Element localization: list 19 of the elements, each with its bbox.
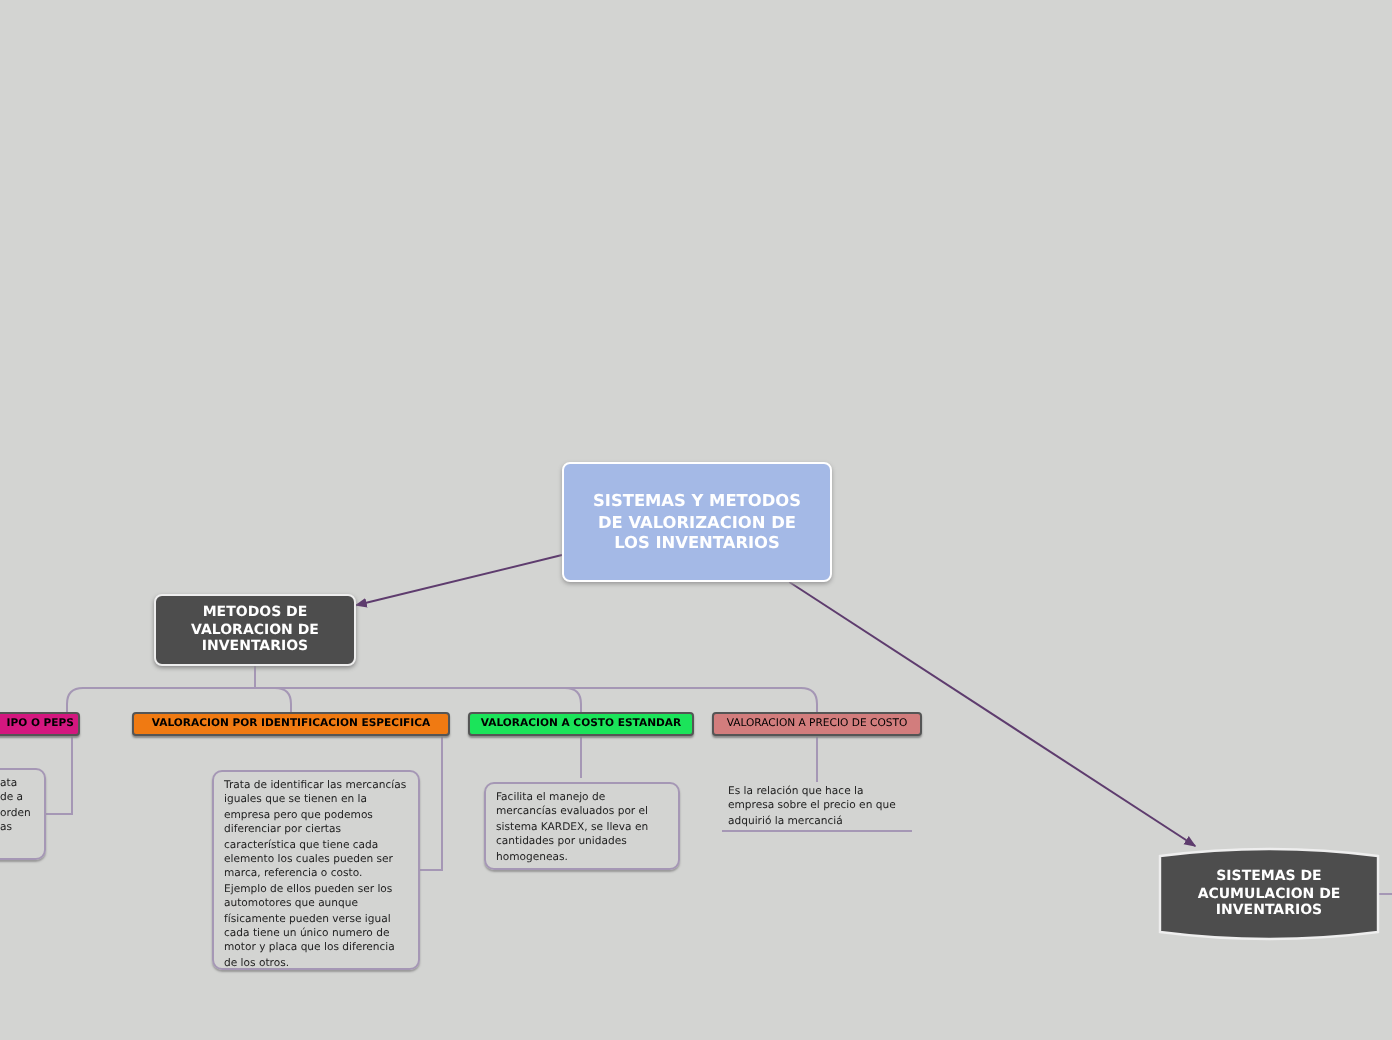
- connector-line: [1377, 893, 1392, 895]
- connector-line: [816, 735, 818, 783]
- connector-line: [45, 735, 73, 815]
- category-box: [712, 712, 922, 736]
- category-box: [0, 712, 80, 736]
- note-box: [212, 770, 420, 970]
- category-box: [468, 712, 694, 736]
- note-box: [484, 782, 680, 870]
- cylinder-node: [1160, 846, 1378, 942]
- topic-box: [562, 462, 832, 582]
- node-title: SISTEMAS Y METODOS DE VALORIZACION DE LOS INVENTARIOS: [591, 490, 803, 554]
- category-box: [132, 712, 450, 736]
- connector-line: [580, 735, 582, 779]
- connector-line: [254, 665, 818, 713]
- arrow: [788, 581, 1197, 847]
- subtopic-box: [154, 594, 356, 666]
- connector-line: [419, 735, 443, 871]
- note-box: [0, 768, 46, 860]
- arrow: [354, 554, 563, 608]
